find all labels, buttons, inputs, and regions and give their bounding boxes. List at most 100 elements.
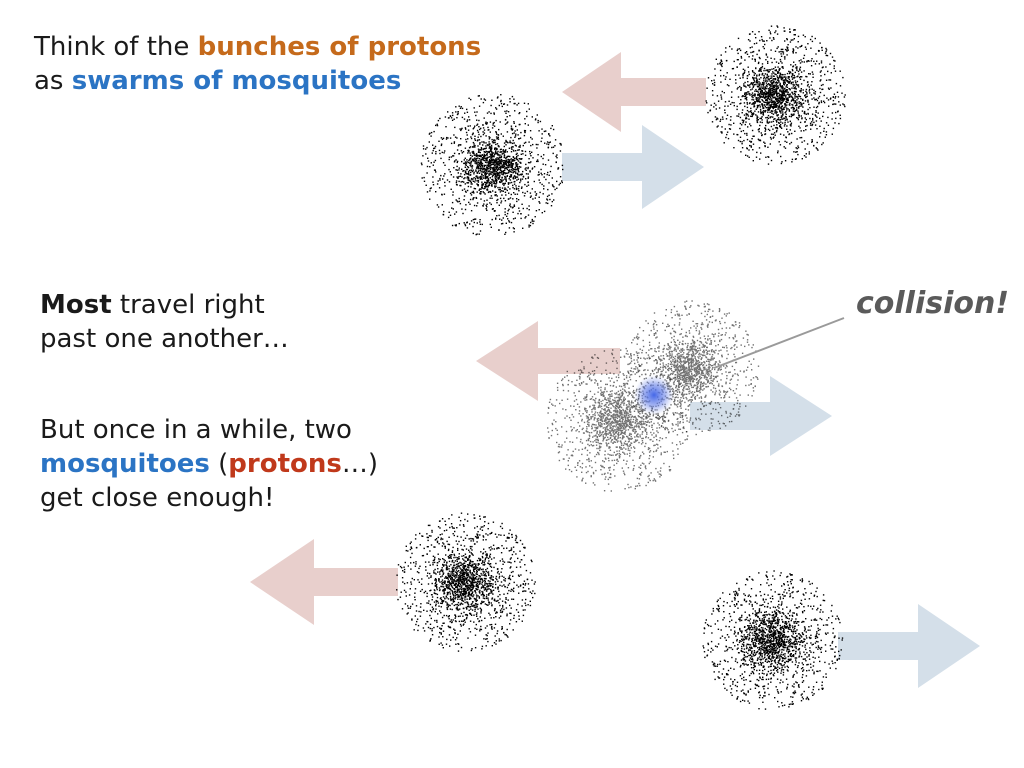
swarm-dot <box>507 164 510 167</box>
swarm-dot <box>673 398 676 401</box>
swarm-dot <box>590 416 592 418</box>
swarm-dot <box>597 417 600 420</box>
swarm-dot <box>520 166 522 168</box>
swarm-dot <box>493 142 495 144</box>
swarm-dot <box>780 60 782 63</box>
swarm-dot <box>623 472 625 474</box>
swarm-dot <box>757 106 759 108</box>
swarm-dot <box>512 206 514 208</box>
swarm-dot <box>800 130 802 132</box>
swarm-dot <box>495 131 497 134</box>
swarm-dot <box>779 101 781 103</box>
swarm-dot <box>747 75 749 77</box>
swarm-dot <box>822 83 824 86</box>
swarm-dot <box>461 160 463 163</box>
swarm-dot <box>781 74 783 76</box>
swarm-dot <box>427 157 429 159</box>
swarm-dot <box>713 106 715 108</box>
swarm-dot <box>474 139 477 141</box>
swarm-dot <box>608 418 610 420</box>
swarm-dot <box>472 151 475 153</box>
swarm-dot <box>492 124 494 126</box>
swarm-dot <box>792 104 794 106</box>
swarm-dot <box>477 184 479 186</box>
swarm-dot <box>595 453 598 456</box>
swarm-dot <box>492 180 494 182</box>
swarm-dot <box>524 131 526 134</box>
swarm-dot <box>460 150 463 152</box>
swarm-dot <box>624 433 626 435</box>
swarm-dot <box>577 421 579 424</box>
swarm-dot <box>455 106 457 108</box>
swarm-dot <box>586 428 588 430</box>
swarm-dot <box>468 172 470 174</box>
swarm-dot <box>662 369 664 371</box>
swarm-dot <box>650 373 652 375</box>
swarm-dot <box>570 419 572 421</box>
swarm-dot <box>616 441 619 443</box>
swarm-dot <box>493 153 496 155</box>
swarm-dot <box>596 436 598 438</box>
swarm-dot <box>496 163 498 165</box>
swarm-dot <box>503 142 506 144</box>
swarm-dot <box>620 426 622 428</box>
swarm-dot <box>468 201 470 204</box>
swarm-dot <box>756 115 758 117</box>
swarm-dot <box>736 108 738 111</box>
swarm-dot <box>772 116 774 118</box>
swarm-dot <box>768 94 770 96</box>
swarm-dot <box>619 425 621 427</box>
swarm-dot <box>762 93 764 95</box>
swarm-dot <box>611 395 613 397</box>
swarm-dot <box>829 98 832 100</box>
swarm-dot <box>736 105 738 108</box>
swarm-dot <box>480 148 483 150</box>
swarm-dot <box>496 138 498 140</box>
swarm-dot <box>476 183 478 185</box>
swarm-dot <box>728 100 730 102</box>
swarm-dot <box>658 415 661 418</box>
swarm-dot <box>491 185 493 187</box>
swarm-dot <box>792 39 794 41</box>
swarm-dot <box>791 87 793 89</box>
swarm-dot <box>773 102 775 104</box>
swarm-dot <box>828 88 830 90</box>
swarm-dot <box>632 405 634 408</box>
swarm-dot <box>443 152 445 154</box>
swarm-dot <box>552 146 555 148</box>
swarm-dot <box>434 147 436 149</box>
swarm-dot <box>519 161 521 164</box>
swarm-dot <box>755 42 758 44</box>
swarm-dot <box>776 25 778 27</box>
swarm-dot <box>764 142 766 144</box>
swarm-dot <box>783 81 785 83</box>
swarm-dot <box>517 134 519 136</box>
swarm-dot <box>614 418 617 421</box>
swarm-dot <box>500 171 503 173</box>
swarm-dot <box>460 138 462 140</box>
swarm-dot <box>498 160 501 162</box>
swarm-dot <box>630 401 633 404</box>
swarm-dot <box>748 84 751 86</box>
swarm-dot <box>517 160 520 162</box>
swarm-dot <box>619 455 621 458</box>
swarm-dot <box>821 49 823 51</box>
swarm-dot <box>513 132 515 134</box>
swarm-dot <box>623 424 625 426</box>
swarm-dot <box>772 84 774 87</box>
swarm-dot <box>756 53 758 56</box>
swarm-dot <box>790 141 793 144</box>
swarm-dot <box>615 413 617 415</box>
swarm-dot <box>470 160 473 163</box>
swarm-dot <box>467 176 470 178</box>
swarm-dot <box>669 470 671 472</box>
swarm-dot <box>761 103 763 105</box>
swarm-dot <box>765 117 767 119</box>
swarm-dot <box>578 383 581 385</box>
swarm-dot <box>525 178 527 180</box>
swarm-dot <box>478 119 480 122</box>
swarm-dot <box>513 231 515 233</box>
swarm-dot <box>607 436 609 439</box>
swarm-dot <box>686 438 688 441</box>
swarm-dot <box>435 153 437 155</box>
